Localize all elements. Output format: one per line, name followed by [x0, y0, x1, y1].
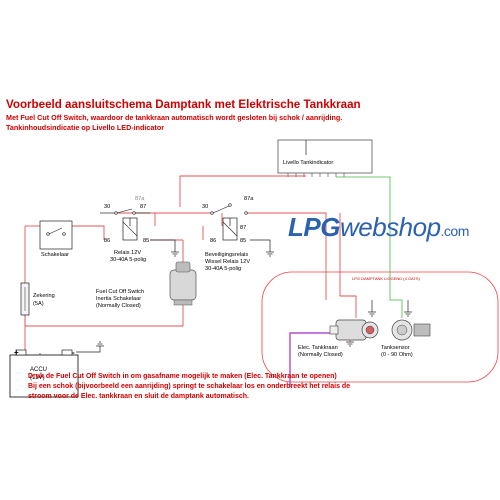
accu-label-line1: ACCU — [30, 367, 48, 373]
diagram-title: Voorbeeld aansluitschema Damptank met El… — [6, 98, 361, 111]
relay-1-symbol — [114, 208, 138, 241]
tank-header-label: LPG DAMPTANK LIGGEND (4 GATS) — [352, 276, 420, 281]
relay1-pin-87a: 87a — [135, 196, 145, 202]
relais1-label-line1: Relais 12V — [114, 250, 142, 256]
diagram-subtitle-1: Met Fuel Cut Off Switch, waardoor de tan… — [6, 113, 343, 122]
tankkraan-label-line2: (Normally Closed) — [298, 352, 343, 358]
elec-tankkraan-symbol — [329, 319, 379, 341]
brand-webshop: webshop — [339, 212, 441, 242]
note-line-1: Druk de Fuel Cut Off Switch in om gasafn… — [28, 373, 337, 380]
battery-symbol — [9, 349, 79, 398]
relais2-label-line2: Wissel Relais 12V — [205, 259, 251, 265]
ground-symbols — [96, 251, 412, 347]
tanksensor-symbol — [391, 319, 431, 341]
brand-logo: LPGwebshop.com — [288, 214, 469, 240]
livello-terminals — [287, 173, 345, 177]
tanksensor-label-line2: (0 - 90 Ohm) — [381, 352, 413, 358]
accu-minus-label: - — [72, 348, 75, 357]
accu-label-line2: (12V) — [30, 375, 45, 381]
wires-red — [24, 175, 357, 353]
relay1-pin-87: 87 — [140, 204, 147, 210]
relais2-label-line3: 30-40A 5-polig — [205, 266, 242, 272]
brand-dotcom: .com — [440, 223, 470, 239]
schakelaar-label: Schakelaar — [41, 252, 69, 258]
switch-symbol — [39, 220, 73, 250]
livello-label: Livello Tankindicator — [283, 160, 334, 166]
relay2-pin-87: 87 — [240, 225, 247, 231]
relay-2-symbol — [210, 203, 248, 241]
fuelcut-label-line1: Fuel Cut Off Switch — [96, 289, 145, 295]
tanksensor-label-line1: Tanksensor — [381, 345, 410, 351]
fuel-cut-off-switch-symbol — [169, 261, 197, 306]
relay1-pin-85: 85 — [143, 238, 150, 244]
relay2-pin-86: 86 — [210, 238, 217, 244]
fuse-symbol — [20, 282, 30, 316]
note-line-2: Bij een schok (bijvoorbeeld een aanrijdi… — [28, 383, 351, 390]
relay2-pin-87a: 87a — [244, 196, 254, 202]
relais2-label-line1: Beveiligingsrelais — [205, 252, 249, 258]
relay2-pin-30: 30 — [202, 204, 209, 210]
fuelcut-label-line2: Inertia Schakelaar — [96, 296, 142, 302]
brand-lpg: LPG — [288, 212, 340, 242]
relay2-pin-85: 85 — [240, 238, 247, 244]
fuelcut-label-line3: (Normally Closed) — [96, 303, 141, 309]
accu-plus-label: + — [14, 348, 19, 357]
tankkraan-label-line1: Elec. Tankkraan — [298, 345, 338, 351]
zekering-label-line2: (5A) — [33, 301, 44, 307]
relais1-label-line2: 30-40A 5-polig — [110, 257, 147, 263]
damptank-outline — [261, 271, 499, 383]
relay1-pin-86: 86 — [104, 238, 111, 244]
wire-purple — [289, 332, 336, 387]
note-line-3: stroom voor de Elec. tankkraan en sluit … — [28, 393, 249, 400]
wire-green-sensor — [336, 176, 403, 318]
diagram-subtitle-2: Tankinhoudsindicatie op Livello LED-indi… — [6, 123, 165, 132]
wires-black — [39, 140, 409, 360]
relay1-pin-30: 30 — [104, 204, 111, 210]
livello-indicator-box — [277, 139, 373, 174]
zekering-label-line1: Zekering — [33, 293, 55, 299]
